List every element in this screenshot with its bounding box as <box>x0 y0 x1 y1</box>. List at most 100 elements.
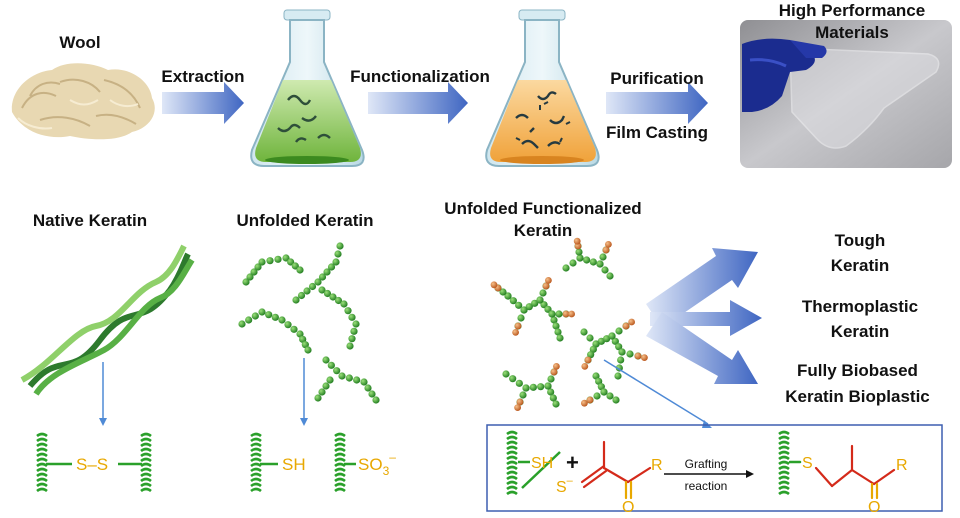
functional-group-bead <box>514 322 522 330</box>
outcome-arrows <box>646 248 762 384</box>
keratin-bead <box>536 296 544 304</box>
keratin-bead <box>614 372 622 380</box>
functional-group-bead <box>516 398 524 406</box>
functional-group-bead <box>553 363 560 370</box>
keratin-bead <box>318 286 326 294</box>
helix-coil-turn <box>334 472 346 478</box>
keratin-bead <box>611 337 619 345</box>
outcome-tough-1: Tough <box>834 231 886 250</box>
keratin-bead <box>509 297 517 305</box>
functional-group-bead <box>586 396 594 404</box>
wool-label: Wool <box>59 33 101 52</box>
keratin-bead <box>340 300 348 308</box>
keratin-bead <box>597 383 605 391</box>
keratin-bead <box>592 372 600 380</box>
wool-image <box>11 63 155 140</box>
helix-coil-turn <box>250 467 262 473</box>
keratin-bead <box>519 391 527 399</box>
keratin-bead <box>297 291 306 300</box>
helix-coil-turn <box>778 440 790 446</box>
step-functionalization-label: Functionalization <box>350 67 490 86</box>
keratin-bead <box>544 305 552 313</box>
keratin-bead <box>368 390 376 398</box>
keratin-bead <box>245 316 253 324</box>
helix-coil-turn <box>778 455 790 461</box>
keratin-bead <box>242 278 250 286</box>
helix-coil-turn <box>778 480 790 486</box>
helix-coil-turn <box>36 437 48 443</box>
thiol-label-reaction: SH <box>531 455 553 472</box>
keratin-bead <box>336 242 344 250</box>
functional-group-bead <box>581 363 589 370</box>
native-keratin-helix <box>20 244 195 396</box>
keratin-bead <box>615 343 623 351</box>
functional-group-bead <box>581 399 588 407</box>
product-s-label: S <box>802 455 813 472</box>
helix-coil-turn <box>334 462 346 468</box>
outcome-thermoplastic-2: Keratin <box>830 322 890 341</box>
helix-coil-turn <box>506 460 518 466</box>
keratin-bead <box>540 301 548 309</box>
keratin-bead <box>544 382 552 390</box>
keratin-bead <box>291 262 299 270</box>
keratin-bead <box>282 254 290 262</box>
keratin-bead <box>352 320 360 328</box>
thiol-label: SH <box>282 455 306 474</box>
keratin-bead <box>601 266 609 274</box>
keratin-bead <box>327 361 335 369</box>
keratin-bead <box>537 383 545 391</box>
keratin-bead <box>303 287 311 295</box>
keratin-bead <box>271 313 279 321</box>
keratin-bead <box>266 257 274 265</box>
keratin-bead <box>529 383 537 391</box>
keratin-bead <box>360 378 368 386</box>
keratin-bead <box>304 346 312 354</box>
keratin-bead <box>615 327 623 335</box>
reaction-label-1: Grafting <box>685 457 728 471</box>
helix-coil-turn <box>250 477 262 483</box>
keratin-bead <box>600 388 608 396</box>
keratin-bead <box>547 375 555 383</box>
keratin-bead <box>318 388 326 396</box>
keratin-bead <box>597 337 605 345</box>
keratin-bead <box>548 310 556 318</box>
helix-coil-turn <box>36 487 48 493</box>
keratin-bead <box>345 374 353 382</box>
keratin-bead <box>583 256 591 264</box>
keratin-bead <box>246 273 254 281</box>
result-title-line1: High Performance <box>778 1 926 20</box>
helix-coil-turn <box>334 467 346 473</box>
keratin-bead <box>562 264 570 272</box>
reaction-box <box>486 424 943 512</box>
sulfite-label: SO3– <box>358 450 396 478</box>
keratin-bead <box>287 258 295 266</box>
keratin-bead <box>327 263 336 271</box>
keratin-bead <box>278 316 286 324</box>
keratin-bead <box>606 272 614 280</box>
functional-group-bead <box>605 241 612 248</box>
keratin-bead <box>626 350 634 358</box>
keratin-bead <box>522 384 530 392</box>
helix-coil-turn <box>140 437 152 443</box>
step-purification-label: Purification <box>610 69 704 88</box>
native-keratin-label: Native Keratin <box>32 211 148 230</box>
keratin-bead <box>556 334 564 342</box>
helix-coil-turn <box>334 447 346 453</box>
helix-coil-turn <box>140 487 152 493</box>
keratin-bead <box>353 376 361 384</box>
functionalized-keratin-label-1: Unfolded Functionalized <box>444 199 642 218</box>
oxygen-label: O <box>622 499 634 516</box>
helix-coil-turn <box>250 447 262 453</box>
helix-coil-turn <box>250 472 262 478</box>
functional-group-bead <box>512 329 519 336</box>
keratin-bead <box>555 310 563 318</box>
keratin-bead <box>322 356 330 364</box>
helix-coil-turn <box>140 447 152 453</box>
keratin-bead <box>348 335 356 343</box>
helix-coil-turn <box>334 457 346 463</box>
step-film-casting-label: Film Casting <box>605 123 708 142</box>
keratin-bead <box>520 306 528 314</box>
helix-coil-turn <box>36 432 48 438</box>
helix-coil-turn <box>140 462 152 468</box>
